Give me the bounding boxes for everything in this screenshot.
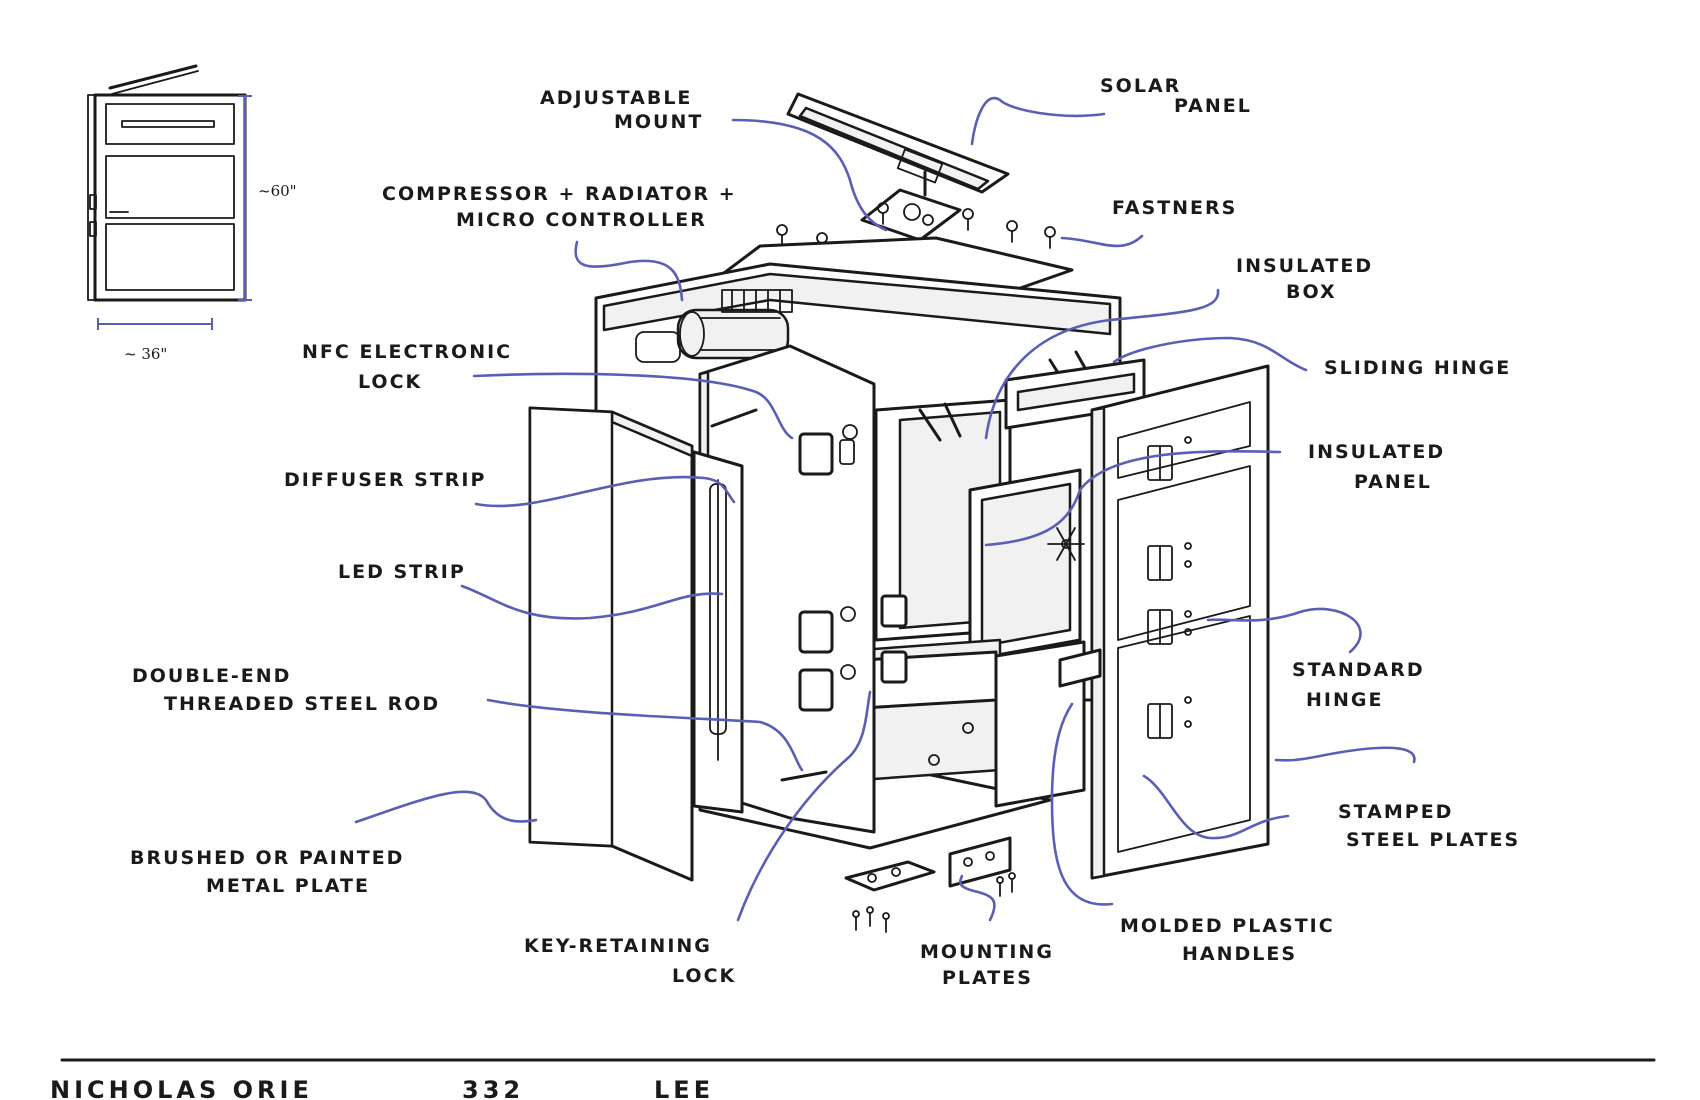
callout-stamped-plates-2: STEEL PLATES: [1346, 829, 1520, 851]
callout-key-lock-2: LOCK: [672, 965, 736, 987]
molded-handle: [1058, 648, 1102, 688]
callout-diffuser-strip: DIFFUSER STRIP: [284, 469, 486, 491]
callout-sliding-hinge: SLIDING HINGE: [1324, 357, 1511, 379]
callout-metal-plate-2: METAL PLATE: [206, 875, 370, 897]
insulated-box: [874, 350, 1096, 662]
front-diffuser-panel: [692, 450, 744, 814]
solar-panel-part: [786, 92, 1010, 242]
right-door: [1090, 364, 1270, 880]
callout-compressor-1: COMPRESSOR + RADIATOR +: [382, 183, 737, 205]
callout-threaded-rod-2: THREADED STEEL ROD: [164, 693, 440, 715]
height-dimension: ~60": [258, 182, 297, 200]
brushed-metal-plate: [528, 406, 694, 882]
callout-adjustable-mount-2: MOUNT: [614, 111, 703, 133]
callout-insulated-panel-2: PANEL: [1354, 471, 1432, 493]
callout-standard-hinge-1: STANDARD: [1292, 659, 1425, 681]
callout-standard-hinge-2: HINGE: [1306, 689, 1383, 711]
width-dimension: ~ 36": [124, 345, 167, 363]
callout-molded-handles-2: HANDLES: [1182, 943, 1297, 965]
footer-surname: LEE: [654, 1076, 714, 1100]
elevation-thumbnail: ~60" ~ 36": [87, 64, 297, 363]
footer-number: 332: [462, 1076, 524, 1100]
mounting-plates: [844, 836, 1016, 933]
callout-key-lock-1: KEY-RETAINING: [524, 935, 712, 957]
callout-mounting-plates-2: PLATES: [942, 967, 1033, 989]
callout-nfc-lock-1: NFC ELECTRONIC: [302, 341, 512, 363]
callout-mounting-plates-1: MOUNTING: [920, 941, 1054, 963]
callout-molded-handles-1: MOLDED PLASTIC: [1120, 915, 1335, 937]
callout-led-strip: LED STRIP: [338, 561, 466, 583]
callout-insulated-box-1: INSULATED: [1236, 255, 1373, 277]
callout-solar-panel-1: SOLAR: [1100, 75, 1181, 97]
snowflake-icon: [1047, 527, 1085, 561]
callout-nfc-lock-2: LOCK: [358, 371, 422, 393]
sliding-hinge-track: [1016, 372, 1136, 412]
callout-fastners: FASTNERS: [1112, 197, 1237, 219]
callout-compressor-2: MICRO CONTROLLER: [456, 209, 707, 231]
callout-stamped-plates-1: STAMPED: [1338, 801, 1453, 823]
callout-solar-panel-2: PANEL: [1174, 95, 1252, 117]
callout-adjustable-mount-1: ADJUSTABLE: [540, 87, 692, 109]
callout-insulated-panel-1: INSULATED: [1308, 441, 1445, 463]
callout-threaded-rod-1: DOUBLE-END: [132, 665, 291, 687]
callout-insulated-box-2: BOX: [1286, 281, 1337, 303]
leader-lines: [354, 96, 1416, 922]
footer-name: NICHOLAS ORIE: [50, 1076, 313, 1100]
callout-metal-plate-1: BRUSHED OR PAINTED: [130, 847, 404, 869]
